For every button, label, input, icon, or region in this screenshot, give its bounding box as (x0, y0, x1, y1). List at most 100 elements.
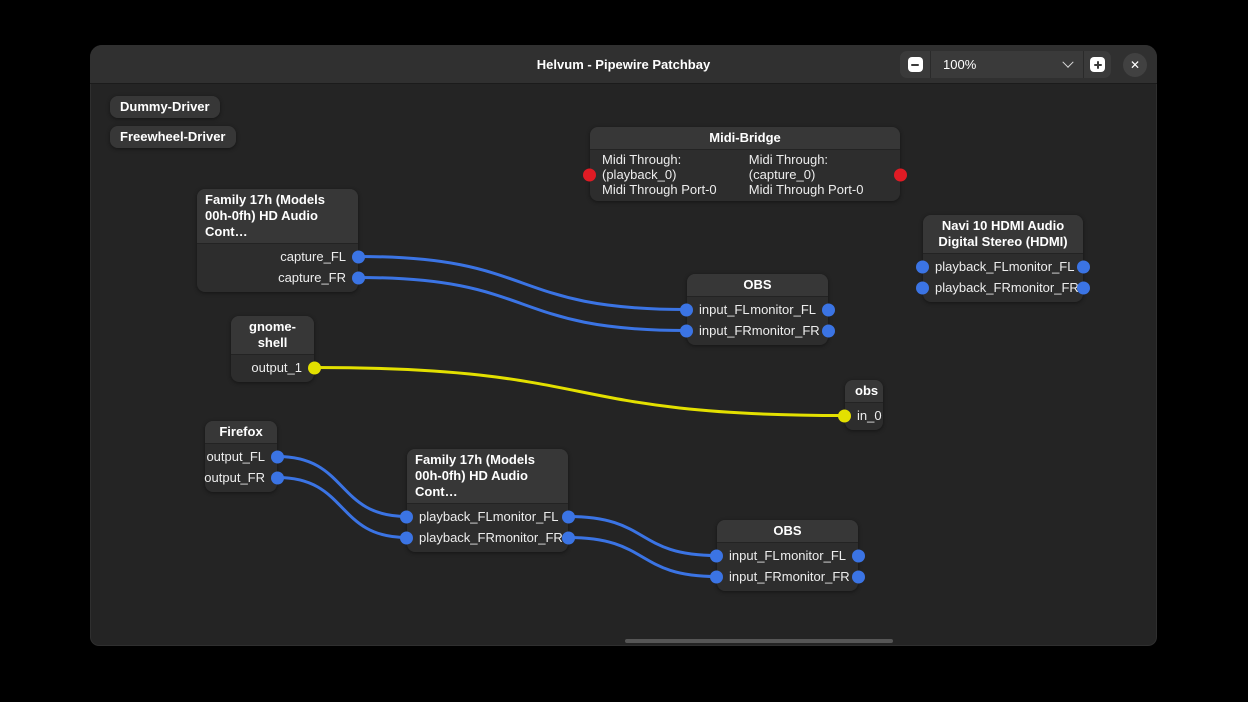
titlebar-controls: 100% ✕ (900, 51, 1147, 78)
audio-port-dot[interactable] (822, 324, 835, 337)
port-output_FL[interactable]: output_FL (206, 449, 284, 464)
port-playback_FR[interactable]: playback_FR (400, 530, 495, 545)
zoom-level-dropdown[interactable]: 100% (931, 51, 1083, 78)
video-port-dot[interactable] (308, 361, 321, 374)
port-label: input_FR (699, 323, 752, 338)
audio-port-dot[interactable] (1077, 281, 1090, 294)
port-label: output_FL (206, 449, 265, 464)
port-label: monitor_FL (750, 302, 816, 317)
port-input_FL[interactable]: input_FL (680, 302, 750, 317)
port-input_FR[interactable]: input_FR (680, 323, 752, 338)
port-midi_through_playback_0[interactable]: Midi Through:(playback_0) Midi Through P… (583, 152, 749, 197)
node-family17h-bottom[interactable]: Family 17h (Models 00h-0fh) HD Audio Con… (400, 449, 575, 552)
node-title[interactable]: gnome-shell (231, 316, 314, 355)
node-title[interactable]: Dummy-Driver (110, 96, 220, 118)
node-title[interactable]: Family 17h (Models 00h-0fh) HD Audio Con… (407, 449, 568, 504)
port-midi_through_capture_0[interactable]: Midi Through:(capture_0) Midi Through Po… (749, 152, 907, 197)
zoom-out-button[interactable] (900, 51, 930, 78)
audio-connection-wire (277, 455, 407, 518)
audio-port-dot[interactable] (710, 549, 723, 562)
port-input_FL[interactable]: input_FL (710, 548, 780, 563)
node-ports: capture_FL capture_FR (197, 244, 365, 292)
audio-port-dot[interactable] (400, 531, 413, 544)
node-obs-small[interactable]: obs in_0 (838, 380, 883, 430)
audio-port-dot[interactable] (680, 303, 693, 316)
port-monitor_FL[interactable]: monitor_FL (1009, 259, 1090, 274)
port-row: output_FL (205, 446, 284, 467)
port-monitor_FL[interactable]: monitor_FL (493, 509, 575, 524)
node-title[interactable]: Firefox (205, 421, 277, 444)
close-button[interactable]: ✕ (1123, 52, 1147, 77)
node-dummy-driver[interactable]: Dummy-Driver (110, 96, 220, 118)
node-title[interactable]: Freewheel-Driver (110, 126, 236, 148)
audio-port-dot[interactable] (680, 324, 693, 337)
port-output_FR[interactable]: output_FR (204, 470, 284, 485)
port-playback_FL[interactable]: playback_FL (916, 259, 1009, 274)
audio-port-dot[interactable] (271, 450, 284, 463)
node-title[interactable]: Navi 10 HDMI Audio Digital Stereo (HDMI) (923, 215, 1083, 254)
audio-port-dot[interactable] (352, 250, 365, 263)
port-monitor_FR[interactable]: monitor_FR (1011, 280, 1090, 295)
port-capture_FL[interactable]: capture_FL (280, 249, 365, 264)
node-family17h-top[interactable]: Family 17h (Models 00h-0fh) HD Audio Con… (197, 189, 365, 292)
audio-port-dot[interactable] (852, 549, 865, 562)
port-label: Midi Through:(playback_0) Midi Through P… (602, 152, 717, 197)
port-label: playback_FR (419, 530, 495, 545)
port-monitor_FL[interactable]: monitor_FL (780, 548, 865, 563)
node-title[interactable]: OBS (717, 520, 858, 543)
audio-connection-wire (568, 536, 717, 578)
titlebar[interactable]: Helvum - Pipewire Patchbay 100% ✕ (90, 45, 1157, 84)
node-firefox[interactable]: Firefox output_FL output_FR (204, 421, 284, 492)
horizontal-scrollbar-thumb[interactable] (625, 639, 893, 643)
port-output_1[interactable]: output_1 (251, 360, 321, 375)
audio-port-dot[interactable] (710, 570, 723, 583)
node-navi10-hdmi[interactable]: Navi 10 HDMI Audio Digital Stereo (HDMI)… (916, 215, 1090, 302)
audio-port-dot[interactable] (271, 471, 284, 484)
audio-port-dot[interactable] (352, 271, 365, 284)
audio-port-dot[interactable] (562, 531, 575, 544)
node-title[interactable]: obs (845, 380, 883, 403)
node-title[interactable]: Family 17h (Models 00h-0fh) HD Audio Con… (197, 189, 358, 244)
port-playback_FL[interactable]: playback_FL (400, 509, 493, 524)
node-ports: output_FL output_FR (204, 444, 284, 492)
port-in_0[interactable]: in_0 (838, 408, 882, 423)
port-row: output_1 (231, 357, 321, 378)
port-capture_FR[interactable]: capture_FR (278, 270, 365, 285)
node-gnome-shell[interactable]: gnome-shell output_1 (231, 316, 321, 382)
chevron-down-icon (1062, 56, 1074, 68)
node-title[interactable]: Midi-Bridge (590, 127, 900, 150)
zoom-in-button[interactable] (1084, 51, 1111, 78)
audio-port-dot[interactable] (822, 303, 835, 316)
node-freewheel-driver[interactable]: Freewheel-Driver (110, 126, 236, 148)
port-monitor_FR[interactable]: monitor_FR (781, 569, 865, 584)
audio-port-dot[interactable] (1077, 260, 1090, 273)
port-label: playback_FL (419, 509, 493, 524)
video-port-dot[interactable] (838, 409, 851, 422)
helvum-window: Helvum - Pipewire Patchbay 100% ✕ (90, 45, 1157, 646)
audio-port-dot[interactable] (852, 570, 865, 583)
port-row: output_FR (204, 467, 284, 488)
port-monitor_FR[interactable]: monitor_FR (752, 323, 835, 338)
midi-port-dot[interactable] (583, 168, 596, 181)
audio-port-dot[interactable] (400, 510, 413, 523)
midi-port-dot[interactable] (894, 168, 907, 181)
port-label: monitor_FR (781, 569, 850, 584)
port-input_FR[interactable]: input_FR (710, 569, 782, 584)
port-playback_FR[interactable]: playback_FR (916, 280, 1011, 295)
audio-port-dot[interactable] (916, 281, 929, 294)
audio-port-dot[interactable] (916, 260, 929, 273)
port-monitor_FR[interactable]: monitor_FR (494, 530, 575, 545)
port-monitor_FL[interactable]: monitor_FL (750, 302, 835, 317)
port-label: capture_FR (278, 270, 346, 285)
audio-port-dot[interactable] (562, 510, 575, 523)
node-title[interactable]: OBS (687, 274, 828, 297)
port-label: monitor_FR (494, 530, 563, 545)
